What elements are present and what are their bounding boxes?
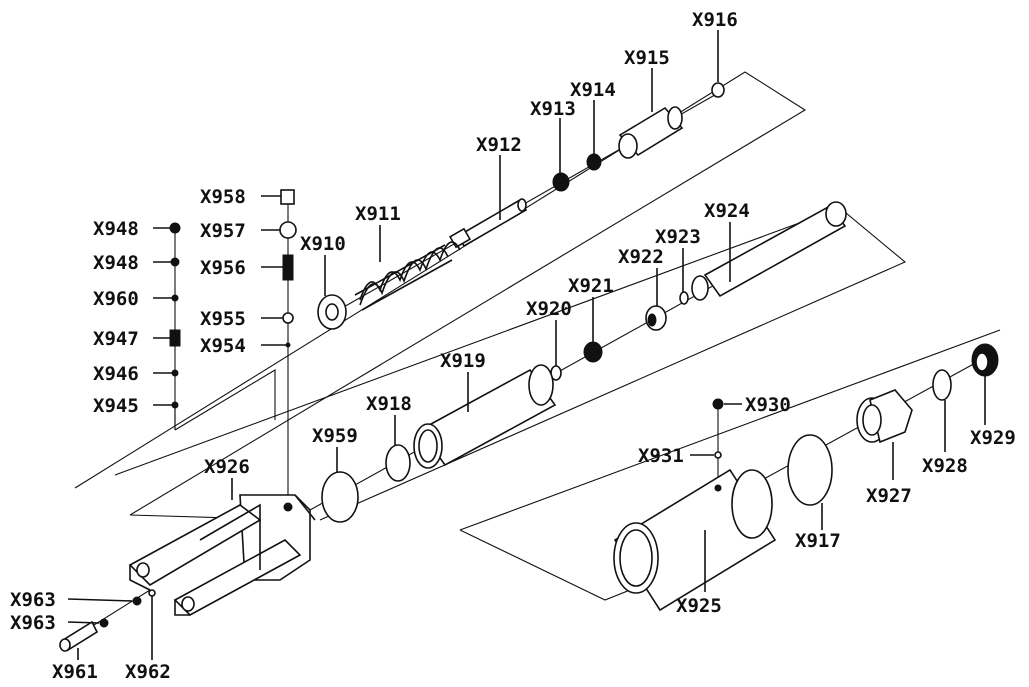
label-x963-b: X963 bbox=[10, 612, 56, 634]
part-x918-ring bbox=[385, 444, 411, 482]
part-x963-clip-a bbox=[132, 596, 142, 606]
plane-lower-top bbox=[459, 329, 1001, 531]
label-x957: X957 bbox=[200, 220, 246, 242]
label-x917: X917 bbox=[795, 530, 841, 552]
label-x923: X923 bbox=[655, 226, 701, 248]
part-x958-screw bbox=[280, 189, 295, 205]
label-x920: X920 bbox=[526, 298, 572, 320]
label-x924: X924 bbox=[704, 200, 750, 222]
part-x947-spring bbox=[169, 329, 181, 347]
label-x960: X960 bbox=[93, 288, 139, 310]
label-x918: X918 bbox=[366, 393, 412, 415]
plane-middle bbox=[114, 207, 907, 521]
label-x955: X955 bbox=[200, 308, 246, 330]
label-x947: X947 bbox=[93, 328, 139, 350]
label-x930: X930 bbox=[745, 394, 791, 416]
part-x926-base bbox=[128, 494, 316, 616]
label-x959: X959 bbox=[312, 425, 358, 447]
label-x912: X912 bbox=[476, 134, 522, 156]
part-x948-seal-a bbox=[169, 222, 181, 234]
label-x961: X961 bbox=[52, 661, 98, 683]
label-x945: X945 bbox=[93, 395, 139, 417]
part-x959-ring bbox=[321, 471, 359, 523]
label-x914: X914 bbox=[570, 79, 616, 101]
part-labels: X916 X915 X914 X913 X912 X911 X910 X958 … bbox=[10, 9, 1016, 683]
part-x956-spring bbox=[282, 254, 294, 281]
label-x931: X931 bbox=[638, 445, 684, 467]
part-x915-cartridge bbox=[618, 106, 684, 159]
label-x919: X919 bbox=[440, 350, 486, 372]
leader-lines bbox=[67, 30, 986, 660]
part-x963-clip-b bbox=[99, 618, 109, 628]
label-x925: X925 bbox=[676, 595, 722, 617]
label-x915: X915 bbox=[624, 47, 670, 69]
label-x929: X929 bbox=[970, 427, 1016, 449]
part-x916-washer bbox=[711, 82, 725, 98]
label-x962: X962 bbox=[125, 661, 171, 683]
part-x917-ring bbox=[787, 434, 833, 506]
part-x914-seal bbox=[586, 153, 602, 171]
label-x928: X928 bbox=[922, 455, 968, 477]
label-x910: X910 bbox=[300, 233, 346, 255]
part-x931-screw bbox=[714, 451, 722, 459]
label-x946: X946 bbox=[93, 363, 139, 385]
label-x948-a: X948 bbox=[93, 218, 139, 240]
part-x911-spring bbox=[354, 241, 461, 311]
label-x958: X958 bbox=[200, 186, 246, 208]
label-x916: X916 bbox=[692, 9, 738, 31]
part-x961-pin bbox=[59, 620, 99, 652]
label-x921: X921 bbox=[568, 275, 614, 297]
part-x954-pin bbox=[285, 342, 291, 348]
part-x930-plug bbox=[712, 398, 724, 410]
part-x960-ball bbox=[171, 294, 179, 302]
part-x946-ball bbox=[171, 369, 179, 377]
label-x948-b: X948 bbox=[93, 252, 139, 274]
label-x913: X913 bbox=[530, 98, 576, 120]
part-x945-ball bbox=[171, 401, 179, 409]
part-x921-seal bbox=[583, 341, 603, 363]
part-x912-rod bbox=[448, 198, 528, 249]
part-x928-ring bbox=[932, 369, 952, 401]
part-x923-ring bbox=[679, 291, 689, 305]
part-x927-nut bbox=[856, 389, 913, 444]
part-x924-plunger bbox=[691, 201, 847, 301]
part-x948-seal-b bbox=[170, 257, 180, 267]
part-x919-cylinder bbox=[413, 364, 557, 469]
label-x963-a: X963 bbox=[10, 589, 56, 611]
label-x954: X954 bbox=[200, 335, 246, 357]
part-x957-ball bbox=[279, 221, 297, 239]
label-x927: X927 bbox=[866, 485, 912, 507]
assembly-planes bbox=[74, 71, 1001, 601]
part-x922-nut bbox=[645, 305, 667, 331]
part-x913-seal bbox=[552, 172, 570, 192]
part-x955-ball bbox=[282, 312, 294, 324]
label-x922: X922 bbox=[618, 246, 664, 268]
part-x962-pin bbox=[148, 589, 156, 597]
plane-left bbox=[174, 369, 276, 431]
plane-upper bbox=[74, 71, 807, 516]
label-x926: X926 bbox=[204, 456, 250, 478]
part-x929-cap bbox=[971, 343, 999, 377]
part-x910-spring-seat bbox=[317, 294, 347, 330]
label-x956: X956 bbox=[200, 257, 246, 279]
axis-lines bbox=[69, 91, 991, 641]
part-x925-reservoir bbox=[613, 468, 777, 612]
label-x911: X911 bbox=[355, 203, 401, 225]
